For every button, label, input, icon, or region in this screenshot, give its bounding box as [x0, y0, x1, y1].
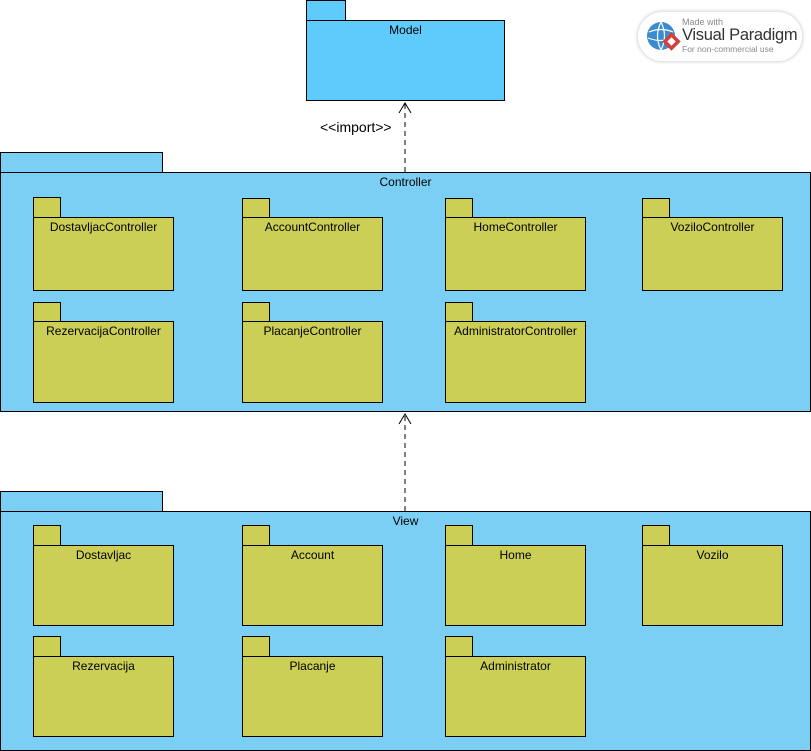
- view-subpackage[interactable]: Administrator: [445, 656, 586, 737]
- view-dependency-arrow[interactable]: [398, 413, 412, 511]
- model-package-label: Model: [389, 23, 422, 37]
- view-subpackage-label: Home: [499, 548, 532, 562]
- model-package[interactable]: Model: [306, 20, 505, 101]
- controller-subpackage-label: HomeController: [473, 220, 558, 234]
- view-subpackage-label: Administrator: [480, 659, 551, 673]
- import-dependency-label: <<import>>: [320, 119, 392, 135]
- view-subpackage[interactable]: Rezervacija: [33, 656, 174, 737]
- view-subpackage[interactable]: Vozilo: [642, 545, 783, 626]
- controller-subpackage[interactable]: RezervacijaController: [33, 321, 174, 403]
- import-dependency-arrow[interactable]: [398, 102, 412, 172]
- controller-subpackage-label: AdministratorController: [454, 324, 577, 338]
- controller-subpackage[interactable]: AdministratorController: [445, 321, 586, 403]
- view-subpackage[interactable]: Dostavljac: [33, 545, 174, 626]
- visual-paradigm-watermark: Made with Visual Paradigm For non-commer…: [637, 11, 803, 62]
- watermark-line-2: Visual Paradigm: [682, 26, 798, 44]
- view-subpackage[interactable]: Account: [242, 545, 383, 626]
- view-subpackage[interactable]: Placanje: [242, 656, 383, 737]
- view-subpackage-label: Vozilo: [696, 548, 729, 562]
- view-package-label: View: [392, 514, 419, 528]
- controller-subpackage-label: AccountController: [264, 220, 361, 234]
- view-subpackage-label: Account: [290, 548, 335, 562]
- view-subpackage-label: Dostavljac: [75, 548, 132, 562]
- view-subpackage-label: Placanje: [289, 659, 336, 673]
- view-subpackage-label: Rezervacija: [72, 659, 135, 673]
- watermark-line-1: Made with: [682, 17, 724, 27]
- controller-subpackage-label: DostavljacController: [49, 220, 158, 234]
- controller-subpackage-label: RezervacijaController: [46, 324, 161, 338]
- controller-subpackage[interactable]: PlacanjeController: [242, 321, 383, 403]
- view-subpackage[interactable]: Home: [445, 545, 586, 626]
- watermark-line-3: For non-commercial use: [682, 44, 774, 54]
- controller-subpackage[interactable]: AccountController: [242, 217, 383, 291]
- visual-paradigm-logo-icon: [647, 21, 681, 51]
- controller-subpackage-label: PlacanjeController: [263, 324, 362, 338]
- controller-subpackage[interactable]: DostavljacController: [33, 217, 174, 291]
- controller-package-label: Controller: [379, 175, 432, 189]
- controller-subpackage[interactable]: HomeController: [445, 217, 586, 291]
- controller-subpackage-label: VoziloController: [670, 220, 755, 234]
- controller-subpackage[interactable]: VoziloController: [642, 217, 783, 291]
